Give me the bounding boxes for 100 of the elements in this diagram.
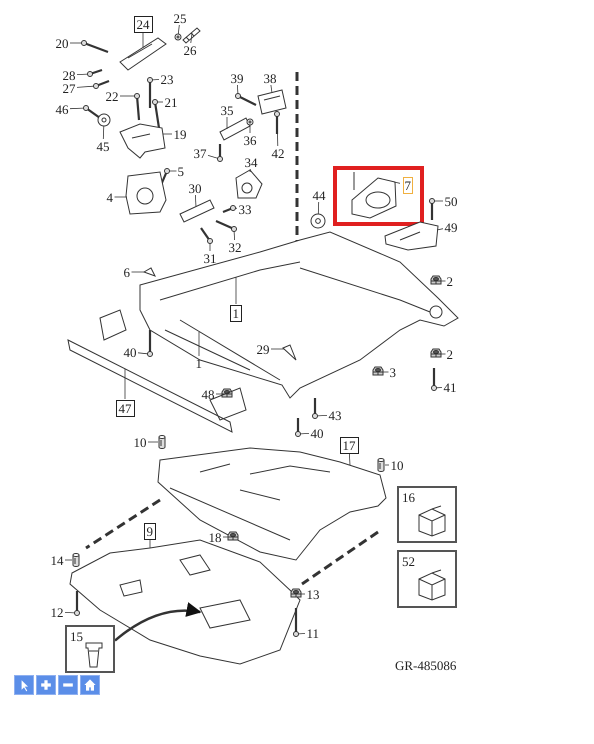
- bolt: [216, 220, 237, 232]
- bolt: [93, 80, 110, 89]
- callout-number: 28: [62, 68, 76, 82]
- washer: [98, 114, 110, 126]
- leader-line: [226, 116, 228, 130]
- bolt: [81, 40, 108, 54]
- transmission-mount: [235, 169, 263, 198]
- callout-number: 50: [444, 194, 458, 208]
- callout-number: 48: [202, 388, 214, 400]
- pointer-arrow: [114, 602, 202, 642]
- callout-number: 36: [244, 134, 256, 146]
- callout-number: 24: [134, 16, 152, 32]
- spacer: [158, 435, 166, 449]
- mount-bracket: [257, 89, 287, 115]
- callout-number: 29: [256, 342, 270, 356]
- callout-number: 18: [208, 530, 222, 544]
- bolt: [235, 93, 256, 106]
- leader-line: [169, 170, 177, 172]
- bolt: [87, 68, 102, 77]
- bracket: [179, 199, 215, 223]
- leader-line: [436, 228, 444, 230]
- leader-line: [76, 86, 94, 88]
- callout-number: 43: [328, 408, 342, 422]
- torque-rod: [119, 37, 167, 71]
- bolt: [274, 111, 280, 134]
- leader-line: [298, 633, 306, 634]
- callout-number: 11: [306, 626, 320, 640]
- drawing-reference-number: GR-485086: [395, 659, 456, 672]
- leader-line: [70, 42, 82, 44]
- leader-line: [276, 116, 278, 146]
- leader-line: [270, 84, 272, 94]
- callout-number: 2: [446, 348, 453, 360]
- leader-line: [114, 196, 128, 198]
- leader-line: [434, 200, 444, 202]
- retaining-ring: [310, 214, 326, 228]
- leader-line: [208, 155, 218, 159]
- bolt: [431, 368, 437, 391]
- callout-number: 46: [56, 102, 68, 116]
- spacer: [378, 458, 384, 472]
- sleeve: [174, 34, 182, 40]
- bolt: [147, 77, 153, 108]
- callout-number: 40: [310, 426, 324, 440]
- pin: [182, 27, 201, 44]
- leader-line: [394, 182, 400, 184]
- mount-bracket: [384, 221, 439, 250]
- leader-line: [235, 208, 238, 209]
- inset-panel: [65, 625, 115, 673]
- inset-panel: [397, 486, 457, 543]
- bracket: [142, 267, 156, 277]
- leader-line: [237, 84, 238, 94]
- leader-line: [102, 126, 104, 140]
- callout-number: 27: [62, 82, 76, 94]
- callout-number: 16: [402, 491, 415, 504]
- leader-line: [384, 464, 390, 466]
- callout-number: 6: [124, 266, 130, 278]
- callout-number: 33: [238, 202, 252, 216]
- bushing: [246, 118, 254, 126]
- bolt: [293, 608, 299, 637]
- callout-number: 39: [230, 72, 244, 84]
- callout-number: 5: [178, 164, 184, 178]
- callout-number: 34: [244, 156, 258, 168]
- nut: [430, 276, 442, 284]
- callout-number: 10: [390, 458, 404, 472]
- callout-number: 26: [184, 44, 196, 56]
- callout-number: 15: [70, 630, 83, 643]
- callout-number: 45: [96, 140, 110, 152]
- engine-mount: [126, 171, 167, 215]
- spacer: [72, 553, 80, 567]
- leader-line: [222, 536, 228, 538]
- callout-number: 32: [228, 240, 242, 254]
- callout-number: 38: [264, 72, 276, 84]
- bolt: [83, 105, 101, 119]
- callout-number: 7: [402, 176, 413, 194]
- callout-number: 37: [194, 146, 206, 160]
- callout-number: 9: [144, 522, 156, 540]
- callout-number: 13: [306, 588, 320, 600]
- callout-number: 1: [196, 356, 202, 370]
- nut: [372, 366, 384, 376]
- callout-number: 3: [390, 366, 396, 378]
- bolt: [429, 198, 435, 220]
- callout-number: 2: [446, 274, 453, 288]
- bolt: [200, 227, 213, 244]
- leader-line: [70, 108, 84, 110]
- callout-number: 35: [220, 104, 234, 116]
- callout-number: 42: [272, 146, 284, 160]
- leader-line: [250, 168, 251, 172]
- leader-line: [64, 612, 75, 614]
- inset-panel: [397, 550, 457, 608]
- leader-line: [440, 280, 446, 282]
- bolt: [295, 418, 301, 437]
- leader-line: [436, 387, 442, 388]
- callout-number: 17: [340, 436, 358, 454]
- leader-line: [317, 415, 328, 416]
- bolt: [152, 99, 160, 128]
- bolt: [222, 205, 236, 214]
- callout-number: 25: [174, 12, 186, 24]
- bolt: [312, 398, 318, 419]
- callout-number: 44: [312, 188, 326, 202]
- callout-number: 20: [56, 36, 68, 50]
- callout-number: 31: [204, 252, 216, 264]
